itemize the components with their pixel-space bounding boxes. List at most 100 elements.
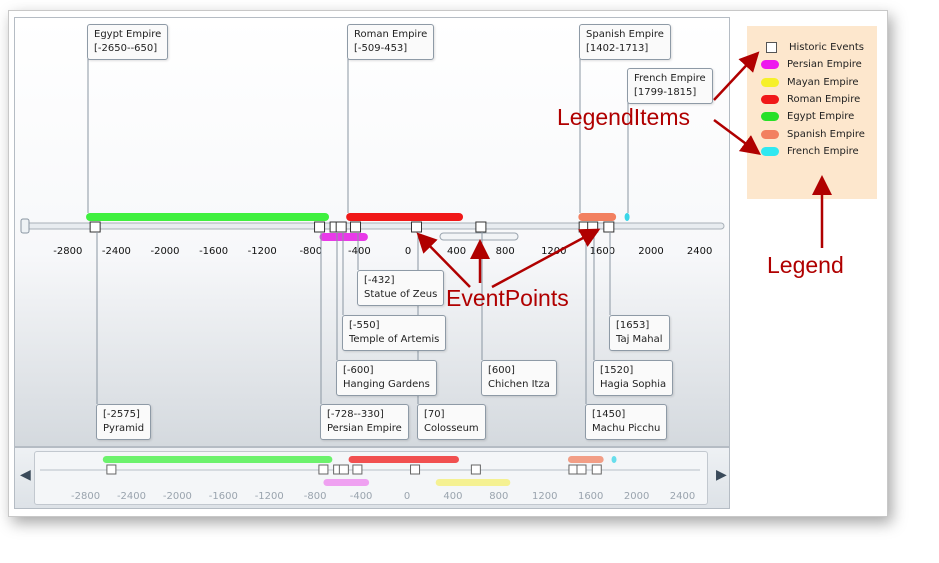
event-marker-icon <box>587 221 599 233</box>
axis-tick-label: 1600 <box>590 246 615 257</box>
event-year: [-432] <box>364 275 395 286</box>
event-callout-colosseum: [70] Colosseum <box>417 404 486 440</box>
legend-item-label: Spanish Empire <box>787 128 865 140</box>
annotation-arrow <box>416 232 471 288</box>
axis-tick-label: 0 <box>405 246 411 257</box>
navigator-event-marker-icon <box>410 464 421 475</box>
mayan-swatch-icon <box>761 77 779 87</box>
legend-item-label: Mayan Empire <box>787 76 859 88</box>
navigator-tick-label: 0 <box>404 491 410 502</box>
period-bar <box>86 213 330 221</box>
egypt-swatch-icon <box>761 111 779 121</box>
navigator-tick-label: 800 <box>489 491 508 502</box>
event-name: Taj Mahal <box>616 334 663 345</box>
navigator-tick-label: -800 <box>304 491 327 502</box>
navigator-tick-label: 1200 <box>532 491 557 502</box>
event-name: Colosseum <box>424 423 479 434</box>
navigator-tick-label: 2400 <box>670 491 695 502</box>
annotation-arrow <box>491 228 601 289</box>
period-range: [-509-453] <box>354 43 408 54</box>
axis-tick-label: 2400 <box>687 246 712 257</box>
navigator-tick-label: -2400 <box>117 491 146 502</box>
navigator-tick-label: -2800 <box>71 491 100 502</box>
scroll-left-icon[interactable]: ◀ <box>20 467 31 483</box>
axis-tick-label: -2000 <box>150 246 179 257</box>
axis-tick-label: 1200 <box>541 246 566 257</box>
navigator-period-bar <box>102 456 333 463</box>
axis-scroll-thumb <box>439 232 519 241</box>
legend-item-label: Historic Events <box>789 41 864 53</box>
event-year: [1520] <box>600 365 634 376</box>
event-callout-persian-empire: [-728--330] Persian Empire <box>320 404 409 440</box>
legend-item-label: Persian Empire <box>787 58 862 70</box>
navigator-tick-label: -1200 <box>255 491 284 502</box>
axis-handle-icon <box>20 218 30 234</box>
event-year: [-2575] <box>103 409 140 420</box>
persian-swatch-icon <box>761 59 779 69</box>
event-callout-temple-of-artemis: [-550] Temple of Artemis <box>342 315 447 351</box>
period-name: French Empire <box>634 73 706 84</box>
legend-item-historic-events: Historic Events <box>761 40 864 54</box>
event-year: [1450] <box>592 409 626 420</box>
event-year: [600] <box>488 365 515 376</box>
navigator-event-marker-icon <box>106 464 117 475</box>
period-callout-roman: Roman Empire [-509-453] <box>347 24 435 60</box>
axis-tick-label: 800 <box>496 246 515 257</box>
event-callout-machu-picchu: [1450] Machu Picchu <box>585 404 668 440</box>
event-year: [-550] <box>349 320 380 331</box>
navigator-event-marker-icon <box>318 464 329 475</box>
navigator-event-marker-icon <box>591 464 602 475</box>
navigator-tick-label: -400 <box>350 491 373 502</box>
event-name: Pyramid <box>103 423 145 434</box>
event-name: Hagia Sophia <box>600 379 667 390</box>
navigator-tick-label: 2000 <box>624 491 649 502</box>
event-callout-hagia-sophia: [1520] Hagia Sophia <box>593 360 674 396</box>
navigator-event-marker-icon <box>352 464 363 475</box>
legend: Historic Events Persian Empire Mayan Emp… <box>747 26 877 199</box>
navigator-tick-label: 1600 <box>578 491 603 502</box>
historic-events-square-icon <box>766 41 777 53</box>
legend-item-label: Egypt Empire <box>787 110 855 122</box>
scroll-right-icon[interactable]: ▶ <box>716 467 727 483</box>
navigator-tick-label: -1600 <box>209 491 238 502</box>
navigator-event-marker-icon <box>338 464 349 475</box>
legend-item-mayan-empire: Mayan Empire <box>761 75 859 89</box>
navigator-period-bar <box>323 479 370 486</box>
navigator-period-bar <box>435 479 511 486</box>
period-bar <box>319 233 368 241</box>
navigator-period-bar <box>611 456 617 463</box>
roman-swatch-icon <box>761 94 779 104</box>
axis-tick-label: -400 <box>348 246 371 257</box>
event-name: Chichen Itza <box>488 379 550 390</box>
period-name: Roman Empire <box>354 29 428 40</box>
period-bar <box>346 213 464 221</box>
event-marker-icon <box>335 221 347 233</box>
legend-item-roman-empire: Roman Empire <box>761 92 860 106</box>
french-swatch-icon <box>761 146 779 156</box>
event-marker-icon <box>475 221 487 233</box>
period-range: [1402-1713] <box>586 43 649 54</box>
annotation-legend-items: LegendItems <box>557 104 690 130</box>
navigator-event-marker-icon <box>470 464 481 475</box>
legend-item-french-empire: French Empire <box>761 144 859 158</box>
legend-item-persian-empire: Persian Empire <box>761 57 862 71</box>
legend-item-label: French Empire <box>787 145 859 157</box>
event-callout-pyramid: [-2575] Pyramid <box>96 404 152 440</box>
event-name: Temple of Artemis <box>349 334 440 345</box>
navigator-tick-label: 400 <box>443 491 462 502</box>
axis-tick-label: -800 <box>299 246 322 257</box>
period-callout-egypt: Egypt Empire [-2650--650] <box>87 24 169 60</box>
event-name: Hanging Gardens <box>343 379 430 390</box>
navigator-period-bar <box>567 456 604 463</box>
legend-item-egypt-empire: Egypt Empire <box>761 109 854 123</box>
annotation-arrow <box>713 51 760 101</box>
event-marker-icon <box>89 221 101 233</box>
axis-tick-label: -2800 <box>53 246 82 257</box>
axis-tick-label: 2000 <box>638 246 663 257</box>
event-year: [70] <box>424 409 445 420</box>
event-marker-icon <box>314 221 326 233</box>
axis-tick-label: -1200 <box>248 246 277 257</box>
event-name: Statue of Zeus <box>364 289 438 300</box>
period-name: Spanish Empire <box>586 29 664 40</box>
annotation-event-points: EventPoints <box>446 285 569 311</box>
